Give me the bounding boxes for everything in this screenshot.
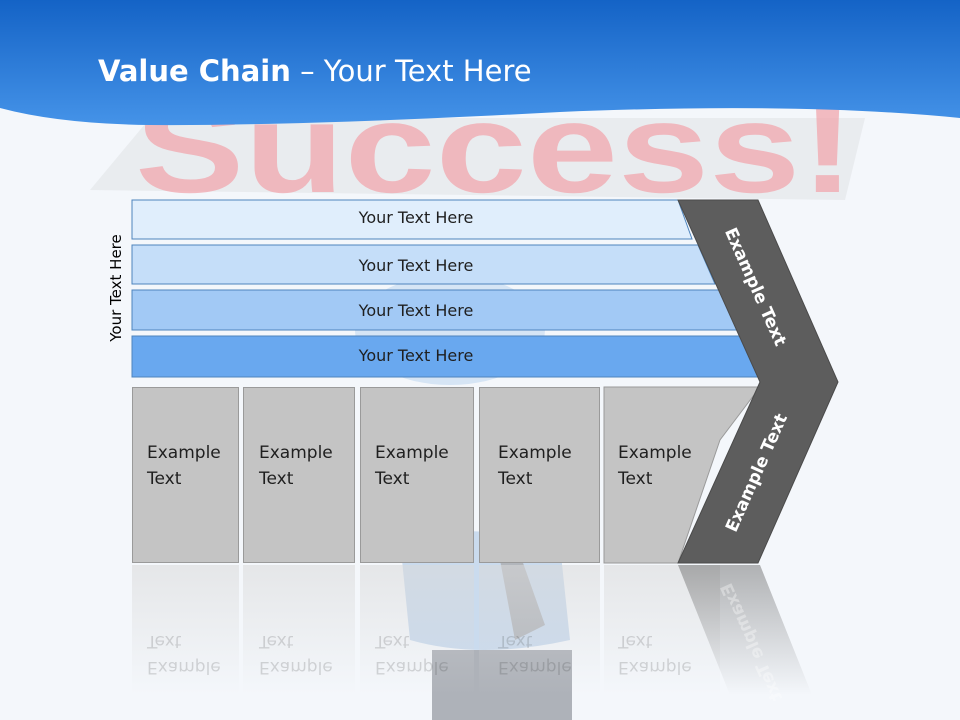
title-bold: Value Chain: [98, 54, 291, 88]
side-label: Your Text Here: [107, 234, 125, 342]
activity-box-4[interactable]: [479, 387, 600, 563]
title-rest: – Your Text Here: [290, 54, 532, 88]
activity-box-3[interactable]: [360, 387, 474, 563]
row-label-4: Your Text Here: [358, 346, 474, 365]
activity-text-3: Example Text: [375, 440, 449, 492]
activity-reflection-1-line2: Text: [147, 631, 182, 651]
row-label-3: Your Text Here: [358, 301, 474, 320]
activity-reflection-3: Example Text: [375, 628, 449, 680]
activity-text-5-line2: Text: [618, 469, 653, 489]
activity-text-3-line1: Example: [375, 443, 449, 463]
activity-box-1[interactable]: [132, 387, 239, 563]
activity-text-2: Example Text: [259, 440, 333, 492]
activity-text-2-line1: Example: [259, 443, 333, 463]
activity-text-4-line2: Text: [498, 469, 533, 489]
activity-reflection-2-line2: Text: [259, 631, 294, 651]
activity-reflection-3-line2: Text: [375, 631, 410, 651]
activity-text-3-line2: Text: [375, 469, 410, 489]
activity-reflection-3-line1: Example: [375, 657, 449, 677]
row-bar-1[interactable]: [131, 199, 693, 240]
chevron-arrow[interactable]: [677, 199, 839, 564]
activity-reflection-1-line1: Example: [147, 657, 221, 677]
activity-text-2-line2: Text: [259, 469, 294, 489]
activity-text-1-line2: Text: [147, 469, 182, 489]
reflection-group: [132, 565, 812, 695]
activity-reflection-2: Example Text: [259, 628, 333, 680]
row-label-2: Your Text Here: [358, 256, 474, 275]
row-bar-2[interactable]: [131, 244, 716, 285]
activity-reflection-5-line1: Example: [618, 657, 692, 677]
activity-box-5[interactable]: [603, 386, 762, 564]
activity-reflection-5: Example Text: [618, 628, 692, 680]
header-wave: [0, 0, 960, 126]
activity-text-1: Example Text: [147, 440, 221, 492]
activity-reflection-1: Example Text: [147, 628, 221, 680]
activity-box-2[interactable]: [243, 387, 355, 563]
activity-reflection-4-line2: Text: [498, 631, 533, 651]
activity-text-4: Example Text: [498, 440, 572, 492]
activity-reflection-4-line1: Example: [498, 657, 572, 677]
row-label-1: Your Text Here: [358, 208, 474, 227]
activity-text-1-line1: Example: [147, 443, 221, 463]
activity-reflection-5-line2: Text: [618, 631, 653, 651]
activity-reflection-4: Example Text: [498, 628, 572, 680]
activity-text-4-line1: Example: [498, 443, 572, 463]
activity-text-5: Example Text: [618, 440, 692, 492]
page-title: Value Chain – Your Text Here: [98, 54, 532, 88]
activity-text-5-line1: Example: [618, 443, 692, 463]
activity-reflection-2-line1: Example: [259, 657, 333, 677]
watermark-platform: [90, 118, 865, 200]
